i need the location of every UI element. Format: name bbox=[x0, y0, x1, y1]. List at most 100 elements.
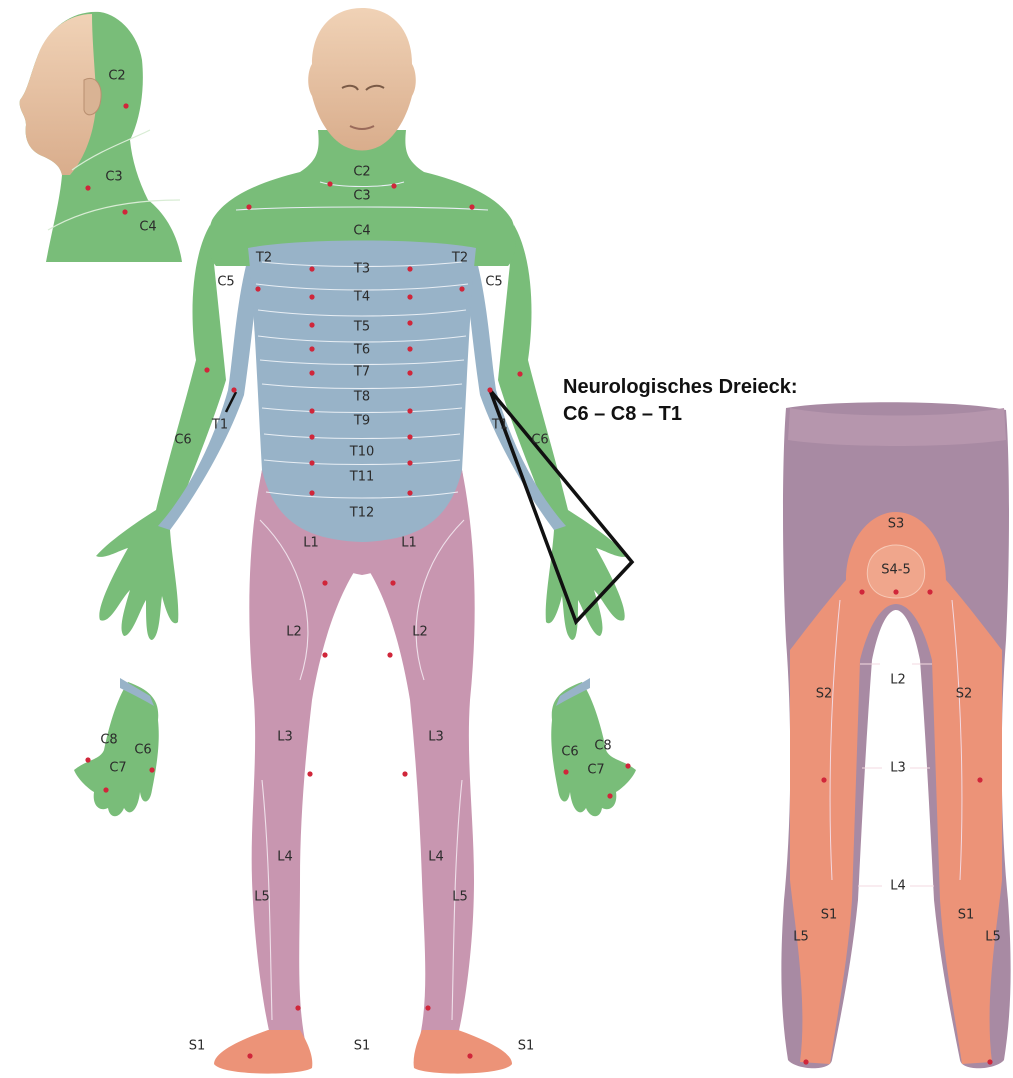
dermatome-label-front: L4 bbox=[428, 850, 444, 865]
dermatome-label-hands: C6 bbox=[134, 743, 151, 758]
dermatome-label-front: L5 bbox=[452, 890, 468, 905]
sensory-point bbox=[255, 286, 260, 291]
sensory-point bbox=[85, 757, 90, 762]
sensory-point bbox=[247, 1053, 252, 1058]
dermatome-label-front: T1 bbox=[211, 418, 228, 433]
dermatome-label-back: S2 bbox=[956, 687, 973, 702]
dermatome-label-front: L1 bbox=[303, 536, 319, 551]
dermatome-label-front: T12 bbox=[349, 506, 374, 521]
dermatome-label-back: S2 bbox=[816, 687, 833, 702]
sensory-point bbox=[407, 294, 412, 299]
dermatome-label-head: C3 bbox=[105, 170, 122, 185]
dermatome-label-front: S1 bbox=[354, 1039, 371, 1054]
sensory-point bbox=[803, 1059, 808, 1064]
neurological-triangle-caption: Neurologisches Dreieck: C6 – C8 – T1 bbox=[563, 374, 798, 428]
sensory-point bbox=[407, 408, 412, 413]
dermatome-label-front: T4 bbox=[353, 290, 370, 305]
dermatome-label-front: T8 bbox=[353, 390, 370, 405]
sensory-point bbox=[517, 371, 522, 376]
sensory-point bbox=[123, 103, 128, 108]
sensory-point bbox=[309, 266, 314, 271]
sensory-point bbox=[625, 763, 630, 768]
sensory-point bbox=[85, 185, 90, 190]
sensory-point bbox=[467, 1053, 472, 1058]
dermatome-label-front: T7 bbox=[353, 365, 370, 380]
dermatome-label-front: S1 bbox=[518, 1039, 535, 1054]
dermatome-label-hands: C8 bbox=[594, 739, 611, 754]
dermatome-label-front: L5 bbox=[254, 890, 270, 905]
back-body bbox=[781, 402, 1010, 1068]
sensory-point bbox=[402, 771, 407, 776]
sensory-point bbox=[204, 367, 209, 372]
dermatome-label-front: L4 bbox=[277, 850, 293, 865]
dermatome-label-front: S1 bbox=[189, 1039, 206, 1054]
dermatome-label-front: T10 bbox=[349, 445, 374, 460]
sensory-point bbox=[607, 793, 612, 798]
sensory-point bbox=[322, 580, 327, 585]
sensory-point bbox=[309, 434, 314, 439]
sensory-point bbox=[459, 286, 464, 291]
dermatome-label-front: C5 bbox=[485, 275, 502, 290]
dermatome-label-front: T6 bbox=[353, 343, 370, 358]
dermatome-label-hands: C8 bbox=[100, 733, 117, 748]
dermatome-label-front: T1 bbox=[491, 418, 508, 433]
front-right-foot bbox=[414, 1030, 512, 1074]
dermatome-label-back: S1 bbox=[958, 908, 975, 923]
dermatome-label-back: S4-5 bbox=[881, 563, 911, 578]
sensory-point bbox=[309, 294, 314, 299]
sensory-point bbox=[122, 209, 127, 214]
caption-line-2: C6 – C8 – T1 bbox=[563, 401, 798, 428]
sensory-point bbox=[407, 370, 412, 375]
dermatome-label-front: T2 bbox=[451, 251, 468, 266]
sensory-point bbox=[309, 490, 314, 495]
sensory-point bbox=[327, 181, 332, 186]
sensory-point bbox=[390, 580, 395, 585]
sensory-point bbox=[407, 320, 412, 325]
sensory-point bbox=[309, 408, 314, 413]
sensory-point bbox=[309, 370, 314, 375]
sensory-point bbox=[407, 460, 412, 465]
dermatome-label-hands: C7 bbox=[109, 761, 126, 776]
head-ear bbox=[84, 78, 101, 114]
dermatome-label-hands: C6 bbox=[561, 745, 578, 760]
sensory-point bbox=[309, 322, 314, 327]
sensory-point bbox=[407, 346, 412, 351]
sensory-point bbox=[231, 387, 236, 392]
front-right-arm bbox=[96, 225, 226, 640]
sensory-point bbox=[487, 387, 492, 392]
dermatome-label-front: C6 bbox=[174, 433, 191, 448]
sensory-point bbox=[407, 266, 412, 271]
sensory-point bbox=[407, 434, 412, 439]
dermatome-label-front: C3 bbox=[353, 189, 370, 204]
dermatome-label-front: T2 bbox=[255, 251, 272, 266]
sensory-point bbox=[927, 589, 932, 594]
sensory-point bbox=[859, 589, 864, 594]
sensory-point bbox=[469, 204, 474, 209]
dermatome-label-hands: C7 bbox=[587, 763, 604, 778]
dermatome-label-back: L5 bbox=[793, 930, 809, 945]
sensory-point bbox=[391, 183, 396, 188]
sensory-point bbox=[977, 777, 982, 782]
sensory-point bbox=[987, 1059, 992, 1064]
sensory-point bbox=[309, 460, 314, 465]
dermatome-label-head: C2 bbox=[108, 69, 125, 84]
dermatome-label-front: T3 bbox=[353, 262, 370, 277]
sensory-point bbox=[307, 771, 312, 776]
dermatome-label-front: C2 bbox=[353, 165, 370, 180]
sensory-point bbox=[407, 490, 412, 495]
sensory-point bbox=[893, 589, 898, 594]
sensory-point bbox=[322, 652, 327, 657]
dermatome-label-head: C4 bbox=[139, 220, 156, 235]
sensory-point bbox=[563, 769, 568, 774]
dermatome-label-front: T5 bbox=[353, 320, 370, 335]
sensory-point bbox=[821, 777, 826, 782]
dermatome-label-back: L4 bbox=[890, 879, 906, 894]
dermatome-label-front: L2 bbox=[412, 625, 428, 640]
sensory-point bbox=[103, 787, 108, 792]
caption-line-1: Neurologisches Dreieck: bbox=[563, 374, 798, 401]
sensory-point bbox=[425, 1005, 430, 1010]
sensory-point bbox=[246, 204, 251, 209]
sensory-point bbox=[295, 1005, 300, 1010]
head-side-view bbox=[20, 12, 182, 262]
